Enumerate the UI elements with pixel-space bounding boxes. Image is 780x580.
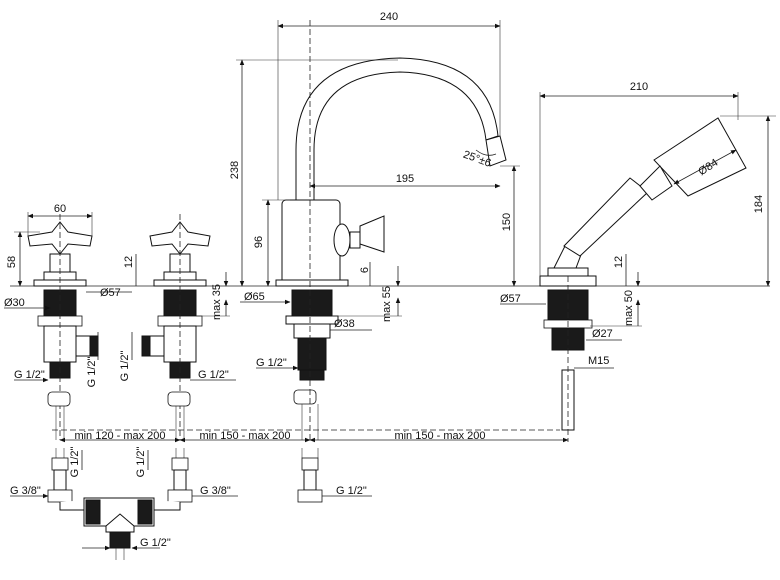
dim-spout-nut-dia: Ø38 <box>334 318 355 330</box>
thread-left-valve-outlet: G 1/2" <box>14 369 45 381</box>
dim-spout-base-dia: Ø65 <box>244 291 265 303</box>
dim-shower-nut-dia: Ø27 <box>592 328 613 340</box>
dim-spout-reach-inner: 195 <box>396 173 414 185</box>
dim-spacing-2: min 150 - max 200 <box>199 430 290 442</box>
thread-tee-outlet: G 1/2" <box>140 537 171 549</box>
thread-lower-right-conn: G 3/8" <box>200 485 231 497</box>
thread-right-valve-side: G 1/2" <box>119 351 131 382</box>
left-pipe-end <box>47 391 71 407</box>
dim-collar-height: 6 <box>359 267 371 273</box>
dim-shower-base-dia: Ø57 <box>500 293 521 305</box>
dim-spout-body-height: 96 <box>253 236 265 248</box>
dim-shower-collar-height: 12 <box>613 256 625 268</box>
dim-handle-height: 58 <box>6 256 18 268</box>
thread-right-valve-outlet: G 1/2" <box>198 369 229 381</box>
thread-lower-left-conn: G 3/8" <box>10 485 41 497</box>
dim-spacing-1: min 120 - max 200 <box>74 430 165 442</box>
dim-spacing-3: min 150 - max 200 <box>394 430 485 442</box>
dim-deck-max-shower: max 50 <box>623 290 635 326</box>
dim-handle-base-dia: Ø57 <box>100 287 121 299</box>
spout-body <box>281 199 341 287</box>
dim-shower-height: 184 <box>753 195 765 213</box>
spout-neck <box>295 57 499 201</box>
thread-left-valve-side: G 1/2" <box>86 357 98 388</box>
thread-lower-spout-conn: G 1/2" <box>336 485 367 497</box>
shower-handle <box>563 177 649 257</box>
thread-lower-pipe-b: G 1/2" <box>135 447 147 478</box>
dim-handle-width: 60 <box>54 203 66 215</box>
dim-shower-thread: M15 <box>588 355 609 367</box>
bath-spout <box>275 20 507 440</box>
diverter-knob-icon <box>359 215 385 253</box>
right-handle-valve <box>141 214 211 440</box>
dim-deck-max-handle: max 35 <box>211 284 223 320</box>
thread-lower-pipe-a: G 1/2" <box>69 447 81 478</box>
dim-shower-reach: 210 <box>630 81 648 93</box>
thread-spout-inlet: G 1/2" <box>256 357 287 369</box>
lower-connection-assembly <box>47 448 323 560</box>
dim-spout-height: 238 <box>229 161 241 179</box>
dim-handle-stem-dia: Ø30 <box>4 297 25 309</box>
dim-handle-collar-height: 12 <box>123 256 135 268</box>
dim-spout-reach-total: 240 <box>380 11 398 23</box>
dim-spout-outlet-height: 150 <box>501 213 513 231</box>
right-pipe-end <box>167 391 191 407</box>
dim-deck-max-spout: max 55 <box>381 286 393 322</box>
